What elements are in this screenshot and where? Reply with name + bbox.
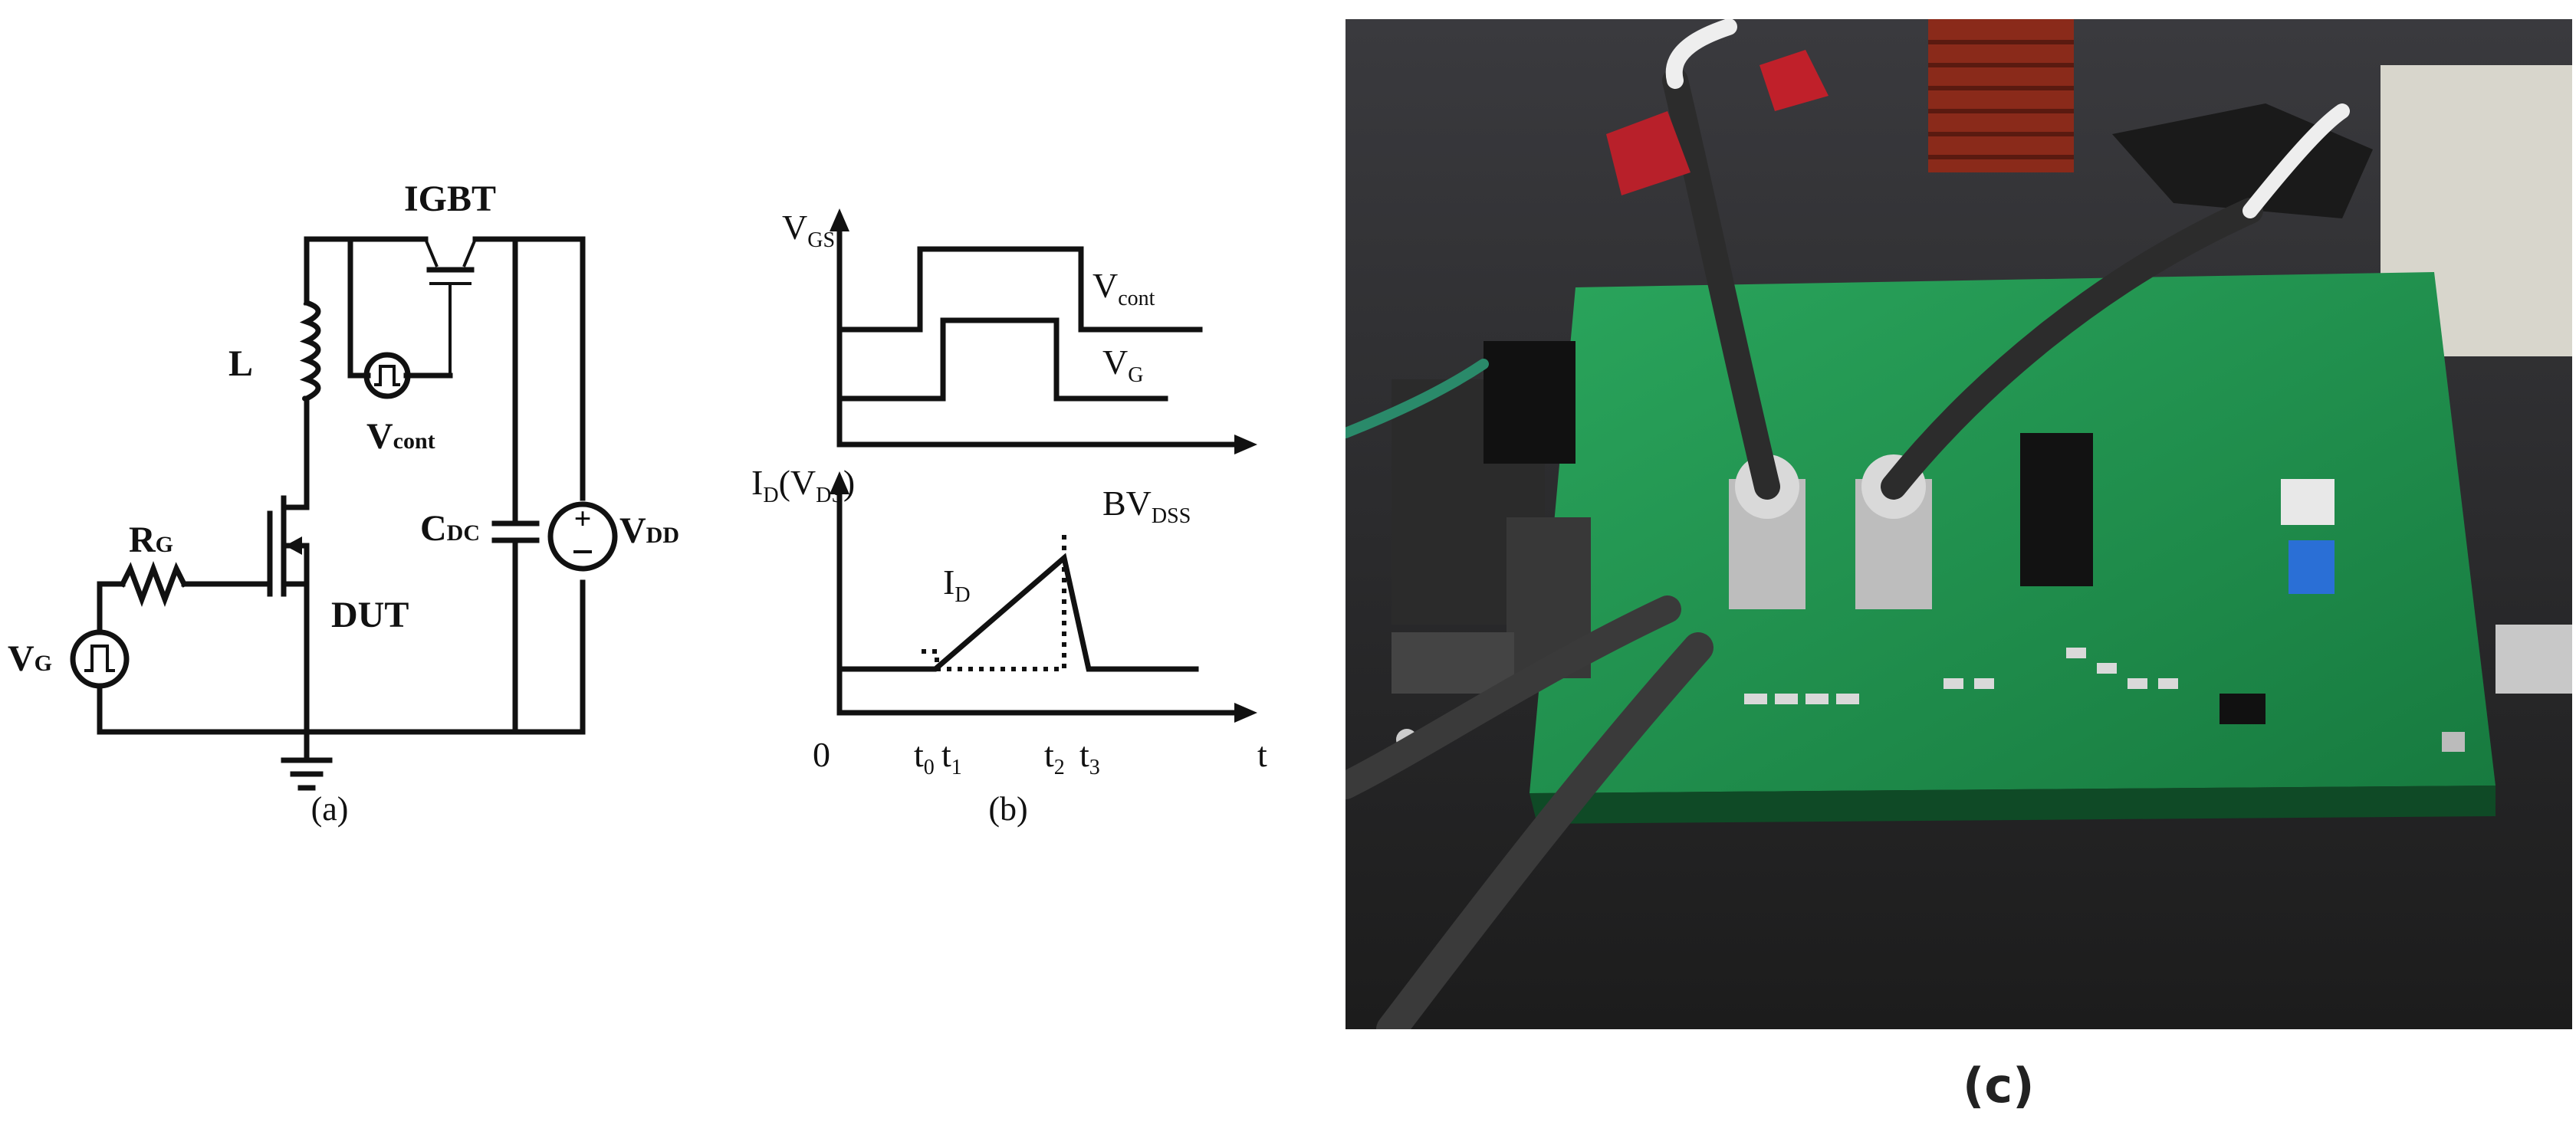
vg-wave-label: V xyxy=(1102,343,1128,382)
id-wave-label-sub: D xyxy=(955,583,970,607)
time-ticks: t0 t1 t2 t3 xyxy=(914,735,1100,779)
svg-text:t2: t2 xyxy=(1044,735,1065,779)
svg-text:RG: RG xyxy=(129,520,173,560)
rg-label-sub: G xyxy=(156,532,173,557)
svg-text:ID: ID xyxy=(943,563,971,607)
inductor-coil xyxy=(299,299,321,402)
svg-text:t0: t0 xyxy=(914,735,935,779)
svg-text:Vcont: Vcont xyxy=(366,416,435,457)
cable xyxy=(1376,632,1714,1029)
dc-capacitor xyxy=(491,236,540,735)
test-board-photo xyxy=(1346,19,2572,1029)
igbt-symbol xyxy=(424,238,477,376)
svg-text:t3: t3 xyxy=(1079,735,1100,779)
mounting-hole xyxy=(2442,732,2465,752)
relay xyxy=(2020,433,2093,586)
cdc-label-sub: DC xyxy=(447,520,480,546)
svg-text:BVDSS: BVDSS xyxy=(1102,484,1191,528)
vdd-label-sub: DD xyxy=(646,523,679,548)
pcb-board xyxy=(1530,272,2496,793)
caption-b: (b) xyxy=(988,790,1027,828)
test-clip xyxy=(1606,111,1691,195)
id-wave-label: I xyxy=(943,563,955,602)
vg-waveform xyxy=(836,317,1168,402)
circuit-schematic: + IGBT L Vcont RG CDC VDD DUT VG (a) xyxy=(8,179,679,828)
axis-label-close: ) xyxy=(843,463,855,502)
vg-label: V xyxy=(8,638,34,679)
tick-t2: t xyxy=(1044,735,1054,774)
tick-t1-sub: 1 xyxy=(951,756,962,779)
id-axis-label: I xyxy=(751,463,763,502)
origin-label: 0 xyxy=(813,735,830,774)
vds-axis-label-sub: DS xyxy=(816,484,843,507)
vcont-wave-label: V xyxy=(1092,266,1118,305)
timing-diagram: VGS Vcont VG ID(VDS) BVDSS ID 0 t t0 t1 … xyxy=(751,208,1267,828)
inductor-coil-photo xyxy=(1928,19,2074,172)
vds-waveform xyxy=(922,529,1066,671)
vcont-waveform xyxy=(836,246,1203,333)
igbt-label: IGBT xyxy=(404,179,496,219)
vdd-source: + xyxy=(547,501,618,572)
svg-text:VDD: VDD xyxy=(619,510,679,551)
vg-label-sub: G xyxy=(34,651,52,676)
vcont-label: V xyxy=(366,416,393,457)
trimmer-pot xyxy=(2288,540,2334,594)
caption-c: (c) xyxy=(1963,1058,2035,1114)
tick-t3: t xyxy=(1079,735,1089,774)
cable xyxy=(1881,198,2263,500)
svg-text:Vcont: Vcont xyxy=(1092,266,1155,310)
gate-wire-left xyxy=(97,581,126,631)
svg-text:VG: VG xyxy=(8,638,52,679)
rg-label: R xyxy=(129,520,156,560)
ic-chip xyxy=(2220,694,2266,724)
tick-t0: t xyxy=(914,735,924,774)
vcont-loop xyxy=(347,236,371,379)
tick-t2-sub: 2 xyxy=(1054,756,1065,779)
svg-text:ID(VDS): ID(VDS) xyxy=(751,463,855,507)
t-axis-label: t xyxy=(1257,735,1267,774)
bvdss-label-sub: DSS xyxy=(1152,504,1191,528)
svg-text:VG: VG xyxy=(1102,343,1143,387)
svg-text:CDC: CDC xyxy=(420,508,480,549)
cdc-label: C xyxy=(420,508,447,549)
tick-t0-sub: 0 xyxy=(924,756,935,779)
vgs-axis-label: V xyxy=(782,208,807,247)
cable xyxy=(1662,67,1780,500)
ground-symbol xyxy=(281,729,333,791)
vg-pulse-source xyxy=(70,629,130,689)
svg-text:+: + xyxy=(574,501,592,536)
svg-text:VGS: VGS xyxy=(782,208,835,252)
id-waveform xyxy=(836,553,1199,672)
vcont-label-sub: cont xyxy=(393,428,435,454)
vgs-axis-label-sub: GS xyxy=(807,228,835,252)
vcont-wave-label-sub: cont xyxy=(1118,287,1155,310)
dut-label: DUT xyxy=(331,595,409,635)
bvdss-label: BV xyxy=(1102,484,1152,523)
bnc-connector xyxy=(2496,625,2572,694)
tick-t1: t xyxy=(941,735,951,774)
dut-mosfet xyxy=(267,491,310,735)
gate-resistor xyxy=(119,561,188,607)
vcont-pulse-source xyxy=(363,352,411,399)
svg-text:t1: t1 xyxy=(941,735,962,779)
vdd-label: V xyxy=(619,510,646,551)
id-axis-label-sub: D xyxy=(763,484,778,507)
vds-axis-label: (V xyxy=(779,463,816,502)
caption-a: (a) xyxy=(311,790,349,828)
vg-wave-label-sub: G xyxy=(1128,363,1143,387)
inductor-label: L xyxy=(228,343,253,384)
tick-t3-sub: 3 xyxy=(1089,756,1100,779)
